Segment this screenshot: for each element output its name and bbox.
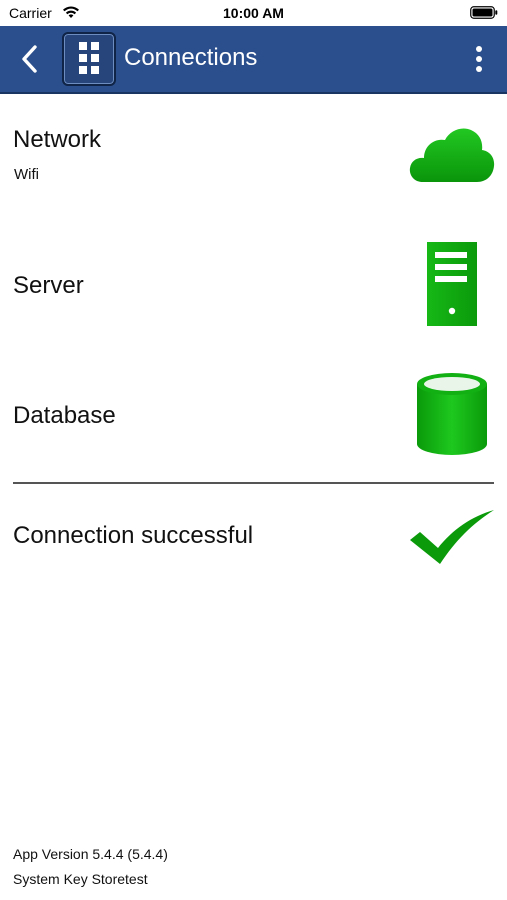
status-bar: Carrier 10:00 AM	[0, 0, 507, 26]
server-label: Server	[13, 272, 84, 299]
database-label: Database	[13, 402, 116, 429]
chevron-left-icon	[22, 45, 37, 73]
wifi-icon	[63, 6, 79, 18]
battery-icon	[470, 6, 498, 19]
network-type: Wifi	[14, 166, 39, 183]
network-label: Network	[13, 126, 102, 153]
server-icon	[427, 242, 477, 326]
clock: 10:00 AM	[223, 5, 284, 21]
connection-result-label: Connection successful	[13, 522, 254, 549]
page-title: Connections	[124, 44, 258, 71]
app-version: App Version 5.4.4 (5.4.4)	[13, 846, 168, 862]
navigation-bar: Connections	[0, 26, 507, 94]
more-dot-icon	[476, 56, 482, 62]
server-status-row: Server	[0, 230, 507, 340]
section-divider	[13, 482, 494, 484]
back-button[interactable]	[12, 40, 48, 78]
database-status-row: Database	[0, 360, 507, 470]
cloud-icon	[409, 128, 495, 182]
connection-result-row: Connection successful	[0, 490, 507, 580]
database-icon	[417, 373, 487, 455]
system-key: System Key Storetest	[13, 871, 148, 887]
network-status-row: Network Wifi	[0, 96, 507, 214]
checkmark-icon	[410, 510, 494, 564]
more-dot-icon	[476, 66, 482, 72]
more-options-button[interactable]	[471, 42, 487, 76]
carrier-label: Carrier	[9, 5, 52, 21]
more-dot-icon	[476, 46, 482, 52]
app-menu-button[interactable]	[62, 32, 116, 86]
grid-icon	[79, 42, 99, 74]
